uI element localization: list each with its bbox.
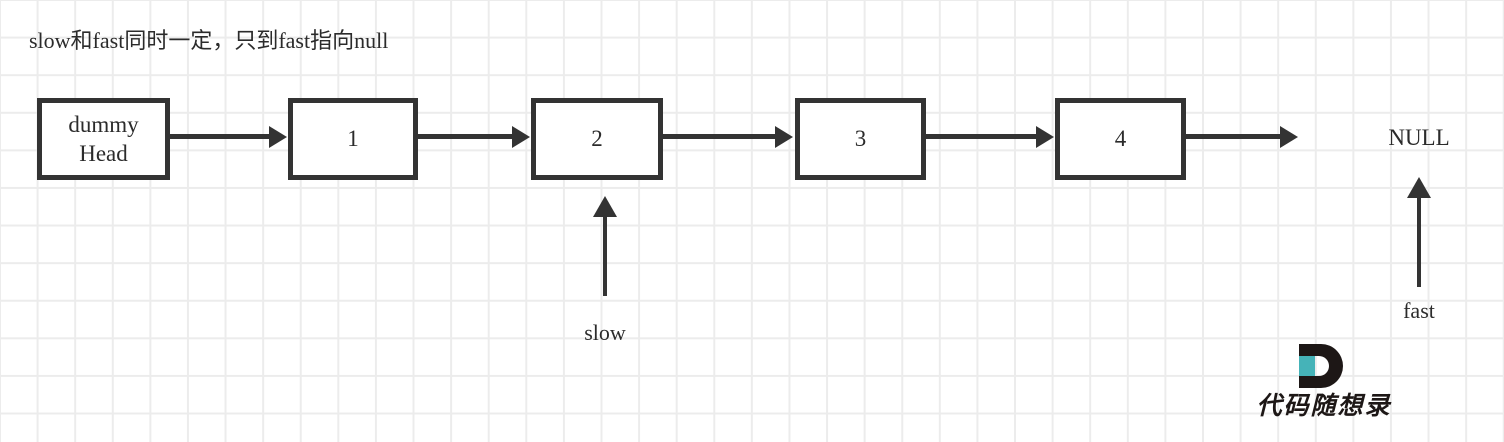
list-node-label: 3 [854,126,867,152]
link-arrow-4-to-null [1186,134,1281,139]
brand-name-text: 代码随想录 [1256,391,1392,420]
slow-pointer-arrow-icon [603,216,607,296]
null-terminator-label: NULL [1388,125,1450,150]
link-arrow-dummy-to-1 [170,134,270,139]
list-node-1: 1 [288,98,418,180]
brand-logo-icon [1249,342,1399,390]
link-arrow-1-to-2 [418,134,513,139]
list-node-3: 3 [795,98,926,180]
list-node-label: 2 [591,126,603,152]
list-node-2: 2 [531,98,663,180]
letter-d-logo-icon [1299,344,1343,388]
link-arrow-3-to-4 [926,134,1037,139]
slow-pointer-label: slow [584,320,626,345]
brand-watermark: 代码随想录 [1249,342,1399,434]
link-arrow-2-to-3 [663,134,776,139]
list-node-label: dummy [68,111,139,137]
list-node-label-secondary: Head [79,141,128,166]
fast-pointer-label: fast [1403,298,1435,323]
list-node-label: 1 [347,126,359,152]
fast-pointer-arrow-icon [1417,197,1421,287]
diagram-title: slow和fast同时一定，只到fast指向null [29,28,389,53]
list-node-dummy-head: dummy Head [37,98,170,180]
list-node-label: 4 [1114,126,1127,152]
list-node-4: 4 [1055,98,1186,180]
